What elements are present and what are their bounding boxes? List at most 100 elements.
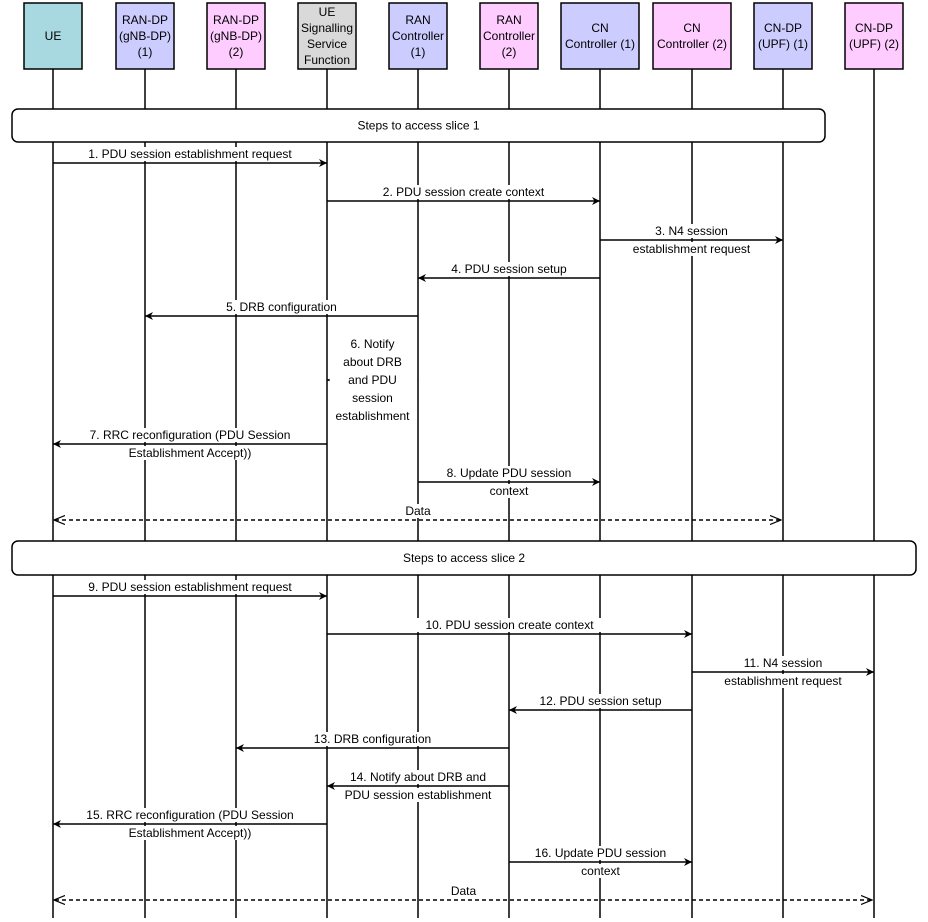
section-label: Steps to access slice 1 <box>357 119 479 133</box>
message-m3: 3. N4 session establishment request <box>600 224 783 256</box>
message-m13: 13. DRB configuration <box>236 732 509 752</box>
participant-label: Controller (1) <box>565 37 635 51</box>
message-m15: 15. RRC reconfiguration (PDU SessionEsta… <box>53 808 327 840</box>
participant-label: RAN <box>405 13 430 27</box>
message-m16: 16. Update PDU session context <box>509 846 692 878</box>
label-bg <box>529 846 672 860</box>
message-label: Establishment Accept)) <box>129 826 252 840</box>
message-label: 10. PDU session create context <box>425 618 594 632</box>
participant-cn-ctrl-1: CN Controller (1) <box>560 2 640 70</box>
participant-label: (gNB-DP) <box>119 29 171 43</box>
label-bg <box>440 466 578 480</box>
participant-box-cn-dp-2 <box>844 2 904 70</box>
message-m11: 11. N4 session establishment request <box>692 656 874 688</box>
participant-label: RAN-DP <box>213 13 259 27</box>
label-bg <box>444 262 574 276</box>
label-bg <box>623 242 760 256</box>
participant-label: Service <box>307 37 347 51</box>
participant-cn-dp-1: CN-DP (UPF) (1) <box>753 2 813 70</box>
message-label: 14. Notify about DRB and <box>350 770 486 784</box>
participant-box-ran-ctrl-2 <box>479 2 539 70</box>
message-m10: 10. PDU session create context <box>327 618 692 638</box>
message-label: establishment request <box>633 242 751 256</box>
participant-label: Controller <box>483 29 535 43</box>
participant-box-ue-ssf <box>297 2 357 70</box>
participant-cn-ctrl-2: CN Controller (2) <box>652 2 732 70</box>
participant-box-ran-dp-2 <box>206 2 266 70</box>
message-label: 9. PDU session establishment request <box>88 580 292 594</box>
label-bg <box>337 788 499 802</box>
message-label: and PDU <box>348 373 397 387</box>
participant-label: Function <box>304 53 350 67</box>
section-frame <box>11 540 917 576</box>
message-label: 11. N4 session <box>744 656 823 670</box>
participant-ran-ctrl-2: RAN Controller (2) <box>479 2 539 70</box>
message-label: establishment request <box>724 674 842 688</box>
participant-box-ran-dp-1 <box>115 2 175 70</box>
participant-label: RAN-DP <box>122 13 168 27</box>
participant-label: CN <box>683 21 700 35</box>
participant-box-ue <box>23 2 83 70</box>
participant-box-cn-dp-1 <box>753 2 813 70</box>
message-label: 8. Update PDU session <box>447 466 572 480</box>
label-bg <box>216 300 347 314</box>
label-bg <box>342 337 403 351</box>
participant-label: (UPF) (2) <box>849 37 899 51</box>
message-m2: 2. PDU session create context <box>327 185 600 205</box>
participant-label: CN-DP <box>764 21 802 35</box>
label-bg <box>403 504 433 518</box>
label-bg <box>74 580 306 594</box>
label-bg <box>648 224 735 238</box>
label-bg <box>714 674 852 688</box>
message-d2: Data <box>54 884 872 900</box>
participant-ran-dp-1: RAN-DP(gNB-DP)(1) <box>115 2 175 70</box>
participant-box-cn-ctrl-1 <box>560 2 640 70</box>
participant-label: (1) <box>411 45 426 59</box>
section-frame <box>11 108 826 143</box>
message-label: 16. Update PDU session <box>535 846 666 860</box>
message-m4: 4. PDU session setup <box>418 262 600 282</box>
section-slice-2: Steps to access slice 2 <box>11 540 917 576</box>
participant-label: CN <box>591 21 608 35</box>
message-m12: 12. PDU session setup <box>509 694 692 714</box>
label-bg <box>118 446 262 460</box>
message-label: establishment <box>335 409 410 423</box>
participant-label: UE <box>45 29 62 43</box>
label-bg <box>304 732 441 746</box>
label-bg <box>342 355 403 369</box>
message-label: 3. N4 session <box>655 224 728 238</box>
label-bg <box>118 826 262 840</box>
message-m6: 6. Notify about DRB and PDU session establis… <box>327 335 418 425</box>
message-label: 1. PDU session establishment request <box>88 147 292 161</box>
message-label: 4. PDU session setup <box>451 262 567 276</box>
message-label: 15. RRC reconfiguration (PDU Session <box>86 808 293 822</box>
participant-label: Controller (2) <box>657 37 727 51</box>
message-label: 2. PDU session create context <box>383 185 545 199</box>
message-label: 6. Notify <box>350 337 394 351</box>
message-label: context <box>581 864 620 878</box>
message-label: about DRB <box>343 355 402 369</box>
message-d1: Data <box>54 504 781 520</box>
label-bg <box>576 864 625 878</box>
message-label: 5. DRB configuration <box>226 300 337 314</box>
message-label: 12. PDU session setup <box>539 694 661 708</box>
label-bg <box>532 694 669 708</box>
section-label: Steps to access slice 2 <box>403 551 525 565</box>
participant-label: UE <box>319 5 336 19</box>
label-bg <box>74 147 306 161</box>
participant-ran-dp-2: RAN-DP(gNB-DP)(2) <box>206 2 266 70</box>
participant-label: (UPF) (1) <box>758 37 808 51</box>
label-bg <box>413 618 606 632</box>
message-label: context <box>490 484 529 498</box>
participant-box-cn-ctrl-2 <box>652 2 732 70</box>
participant-label: (2) <box>502 45 517 59</box>
message-label: session <box>352 391 393 405</box>
message-label: Data <box>405 504 431 518</box>
label-bg <box>348 391 397 405</box>
participant-label: RAN <box>496 13 521 27</box>
participant-label: (gNB-DP) <box>210 29 262 43</box>
participant-box-ran-ctrl-1 <box>388 2 448 70</box>
participant-label: Signalling <box>301 21 353 35</box>
